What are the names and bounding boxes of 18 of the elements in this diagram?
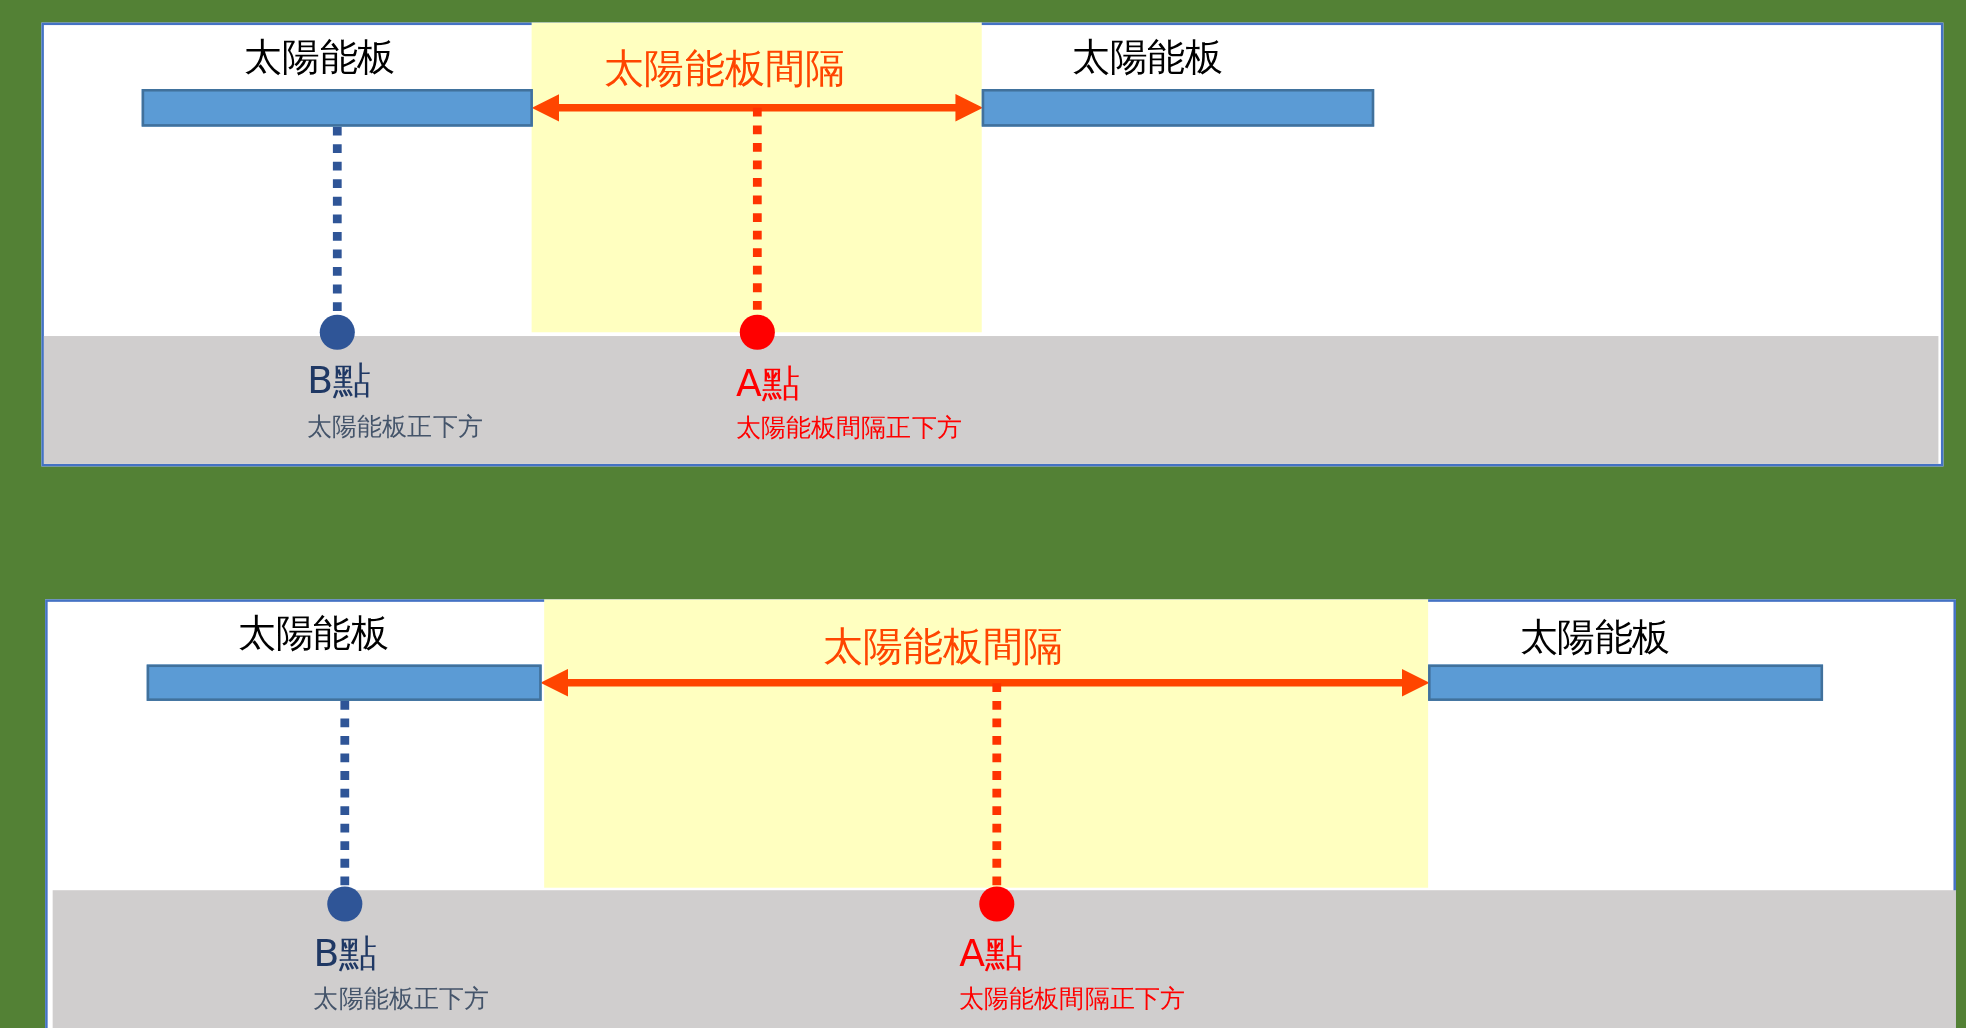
point-label: A點 (959, 932, 1023, 974)
point-caption: 太陽能板間隔正下方 (959, 984, 1185, 1012)
double-headed-arrow (540, 668, 1430, 697)
point-label: A點 (736, 361, 800, 404)
point-caption: 太陽能板間隔正下方 (736, 413, 962, 442)
edge-label: 太陽能板間隔 (604, 46, 846, 91)
double-headed-arrow (531, 94, 983, 122)
point-label: B點 (313, 932, 377, 974)
point-label: B點 (307, 359, 371, 401)
point-caption: 太陽能板正下方 (307, 412, 483, 441)
point-caption: 太陽能板正下方 (313, 984, 489, 1012)
panel-label: 太陽能板 (238, 612, 389, 654)
panel-label: 太陽能板 (244, 35, 395, 78)
edge-label: 太陽能板間隔 (822, 624, 1064, 670)
panel-label: 太陽能板 (1519, 616, 1671, 658)
panel-label: 太陽能板 (1072, 35, 1223, 78)
dotted-line (340, 700, 350, 887)
dotted-line (992, 683, 1002, 887)
